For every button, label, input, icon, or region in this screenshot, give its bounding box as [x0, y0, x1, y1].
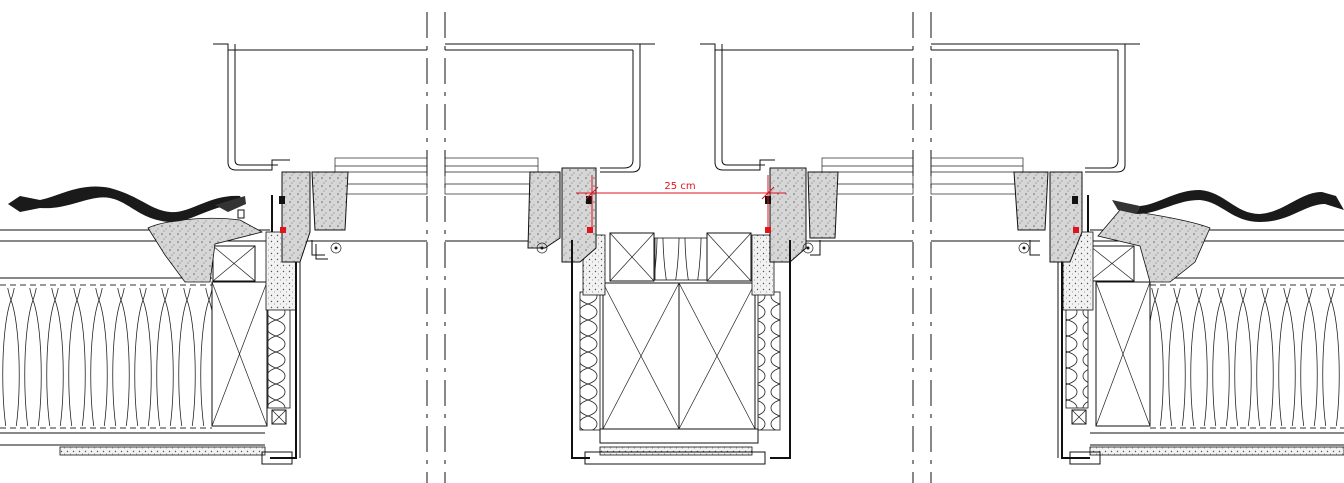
frame-insulation-strips — [265, 231, 1094, 431]
upper-sash-frames — [213, 43, 1140, 173]
tile-bedding — [147, 209, 1211, 283]
thermal-insulation — [0, 237, 1344, 426]
interior-lining — [59, 446, 1344, 465]
gaskets — [279, 196, 1078, 204]
timber-members — [211, 232, 1151, 444]
dimension-25cm: 25 cm — [576, 175, 786, 230]
metal-flashings — [270, 195, 1090, 459]
dimension-label: 25 cm — [664, 181, 695, 192]
reference-points — [280, 227, 1079, 233]
roof-tiles — [8, 186, 1344, 222]
break-lines — [426, 12, 932, 483]
window-frame-profiles — [281, 167, 1083, 263]
